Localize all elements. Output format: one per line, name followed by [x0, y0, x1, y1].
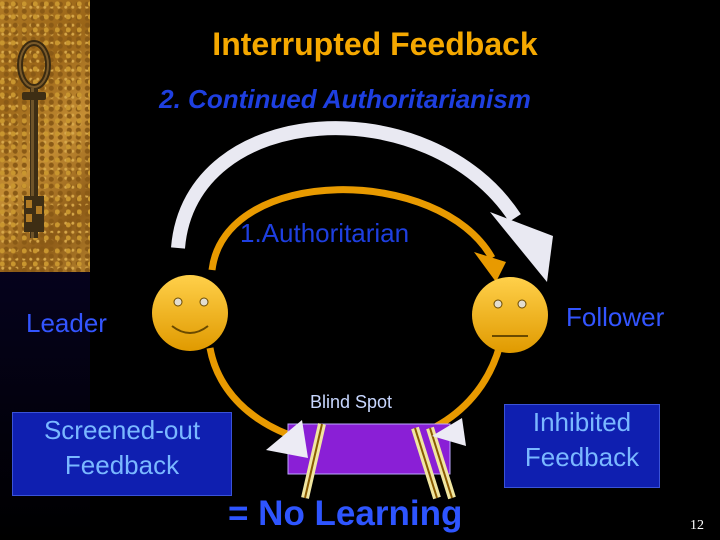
no-learning-label: = No Learning	[228, 494, 463, 533]
block-line	[429, 427, 453, 499]
orange-arrowhead	[474, 252, 506, 282]
slide-title: Interrupted Feedback	[212, 26, 538, 62]
key-photo	[0, 0, 90, 272]
inhibited-line-2: Feedback	[524, 442, 640, 472]
slide-subtitle: 2. Continued Authoritarianism	[159, 84, 531, 114]
block-line	[304, 423, 323, 499]
follower-label: Follower	[566, 302, 665, 332]
screened-line-2: Feedback	[64, 450, 180, 480]
page-number: 12	[690, 518, 704, 533]
leader-label: Leader	[26, 308, 107, 338]
screened-line-1: Screened-out	[43, 415, 201, 445]
authoritarian-label: 1.Authoritarian	[240, 218, 410, 248]
block-line	[414, 427, 438, 499]
white-arrowhead	[490, 212, 553, 282]
smiley-face-icon	[152, 275, 228, 351]
neutral-face-icon	[472, 277, 548, 353]
screened-out-feedback-box: Screened-out Feedback	[12, 412, 232, 496]
right-block-arrowhead	[432, 418, 466, 446]
authoritarian-arc	[208, 186, 496, 271]
left-block-arrowhead	[266, 420, 308, 458]
blind-spot-label: Blind Spot	[310, 392, 393, 412]
inhibited-line-1: Inhibited	[532, 407, 632, 437]
inhibited-feedback-box: Inhibited Feedback	[504, 404, 660, 488]
continued-authoritarianism-arrow	[171, 121, 521, 249]
antique-key-icon	[17, 40, 51, 238]
